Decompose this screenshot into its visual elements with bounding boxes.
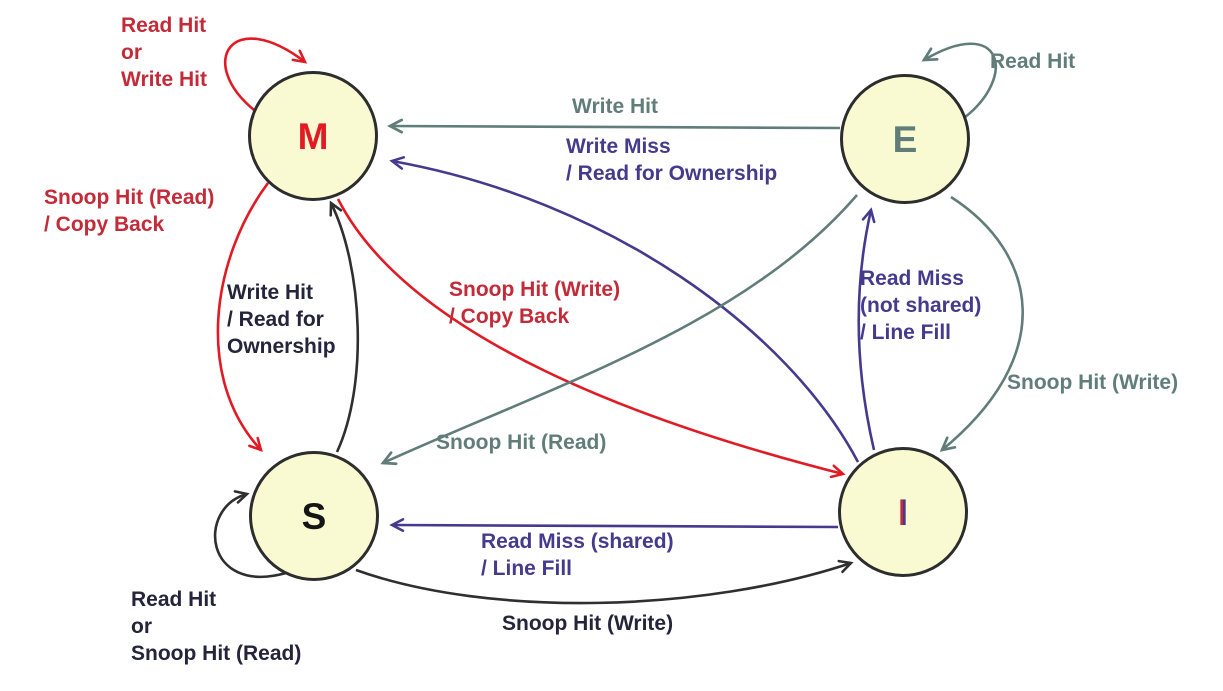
label-s-to-i-snoop-hit-write: Snoop Hit (Write) [502, 612, 674, 635]
state-node-shared: S [249, 451, 379, 581]
label-i-to-m-write-miss: Write Miss / Read for Ownership [566, 135, 778, 185]
state-node-modified: M [248, 71, 378, 201]
state-label-i: I [897, 491, 909, 533]
arrow-e-to-s [380, 194, 858, 466]
arrow-s-to-i [355, 559, 854, 605]
arrow-e-self-loop [921, 42, 998, 120]
label-e-self-read-hit: Read Hit [990, 50, 1076, 73]
arrow-e-to-m [387, 118, 841, 134]
label-m-to-i-snoop-hit-write: Snoop Hit (Write) / Copy Back [449, 278, 621, 328]
state-node-exclusive: E [840, 74, 970, 204]
arrow-m-to-s [216, 182, 270, 453]
label-m-self-read-or-write-hit: Read Hit or Write Hit [121, 14, 207, 91]
label-m-to-s-snoop-hit-read: Snoop Hit (Read) / Copy Back [44, 186, 215, 236]
arrow-m-self-loop [224, 37, 308, 112]
label-e-to-s-snoop-hit-read: Snoop Hit (Read) [436, 431, 607, 454]
state-label-e: E [892, 118, 918, 160]
arrow-m-to-i [336, 198, 846, 479]
state-label-s: S [301, 495, 327, 537]
label-e-to-i-snoop-hit-write: Snoop Hit (Write) [1007, 371, 1179, 394]
label-e-to-m-write-hit: Write Hit [572, 95, 658, 118]
arrow-i-to-s [389, 518, 839, 533]
label-s-to-m-write-hit: Write Hit / Read for Ownership [227, 281, 336, 358]
arrow-e-to-i [939, 195, 1024, 452]
arrow-s-self-loop [213, 490, 287, 579]
arrow-i-to-m [389, 156, 860, 463]
state-label-m: M [297, 115, 329, 157]
arrow-s-to-m [329, 200, 360, 453]
label-i-to-e-read-miss-not-shared: Read Miss (not shared) / Line Fill [860, 267, 982, 344]
label-i-to-s-read-miss-shared: Read Miss (shared) / Line Fill [481, 530, 674, 580]
state-node-invalid: I [838, 447, 968, 577]
label-s-self-read-hit-or-snoop-hit-read: Read Hit or Snoop Hit (Read) [131, 588, 302, 665]
arrow-i-to-e [857, 207, 876, 451]
